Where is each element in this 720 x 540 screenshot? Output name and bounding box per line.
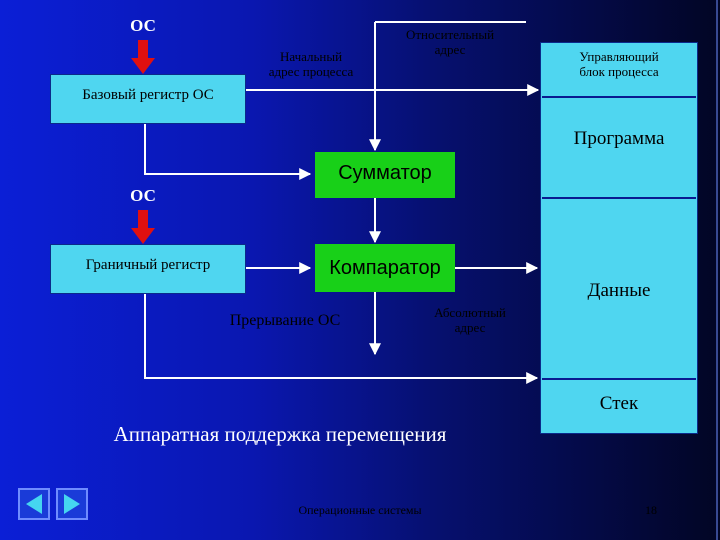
os-label-mid: ОС — [130, 186, 156, 205]
data-label: Данные — [587, 280, 651, 301]
stack-label: Стек — [599, 393, 639, 414]
program-label: Программа — [573, 128, 665, 149]
bound-register-label: Граничный регистр — [85, 256, 211, 273]
os-to-base-arrow — [131, 40, 155, 74]
os-to-bound-arrow — [131, 210, 155, 244]
interrupt-label: Прерывание ОС — [229, 312, 341, 329]
comparator-box: Компаратор — [315, 244, 455, 292]
prev-slide-button[interactable] — [18, 488, 50, 520]
slide-caption: Аппаратная поддержка перемещения — [113, 422, 447, 446]
footer-course: Операционные системы — [298, 503, 422, 517]
triangle-left-icon — [26, 494, 42, 514]
next-slide-button[interactable] — [56, 488, 88, 520]
base-register-box: Базовый регистр ОС — [50, 74, 246, 124]
comparator-label: Компаратор — [329, 256, 441, 279]
bound-register-box: Граничный регистр — [50, 244, 246, 294]
absolute-address-label: Абсолютный адрес — [434, 305, 506, 335]
relative-address-label: Относительный адрес — [405, 27, 495, 57]
control-block-label: Управляющий блок процесса — [579, 49, 659, 79]
base-to-adder-arrow — [144, 124, 312, 180]
adder-label: Сумматор — [338, 161, 432, 184]
footer-page-number: 18 — [645, 503, 657, 517]
absolute-address-arrow — [144, 292, 539, 384]
base-register-label: Базовый регистр ОС — [82, 86, 214, 103]
divider-data — [542, 378, 696, 380]
adder-box: Сумматор — [315, 152, 455, 198]
process-memory-column — [540, 42, 698, 434]
triangle-right-icon — [64, 494, 80, 514]
divider-control — [542, 96, 696, 98]
initial-address-label: Начальный адрес процесса — [268, 49, 354, 79]
os-label-top: ОС — [130, 16, 156, 35]
divider-program — [542, 197, 696, 199]
